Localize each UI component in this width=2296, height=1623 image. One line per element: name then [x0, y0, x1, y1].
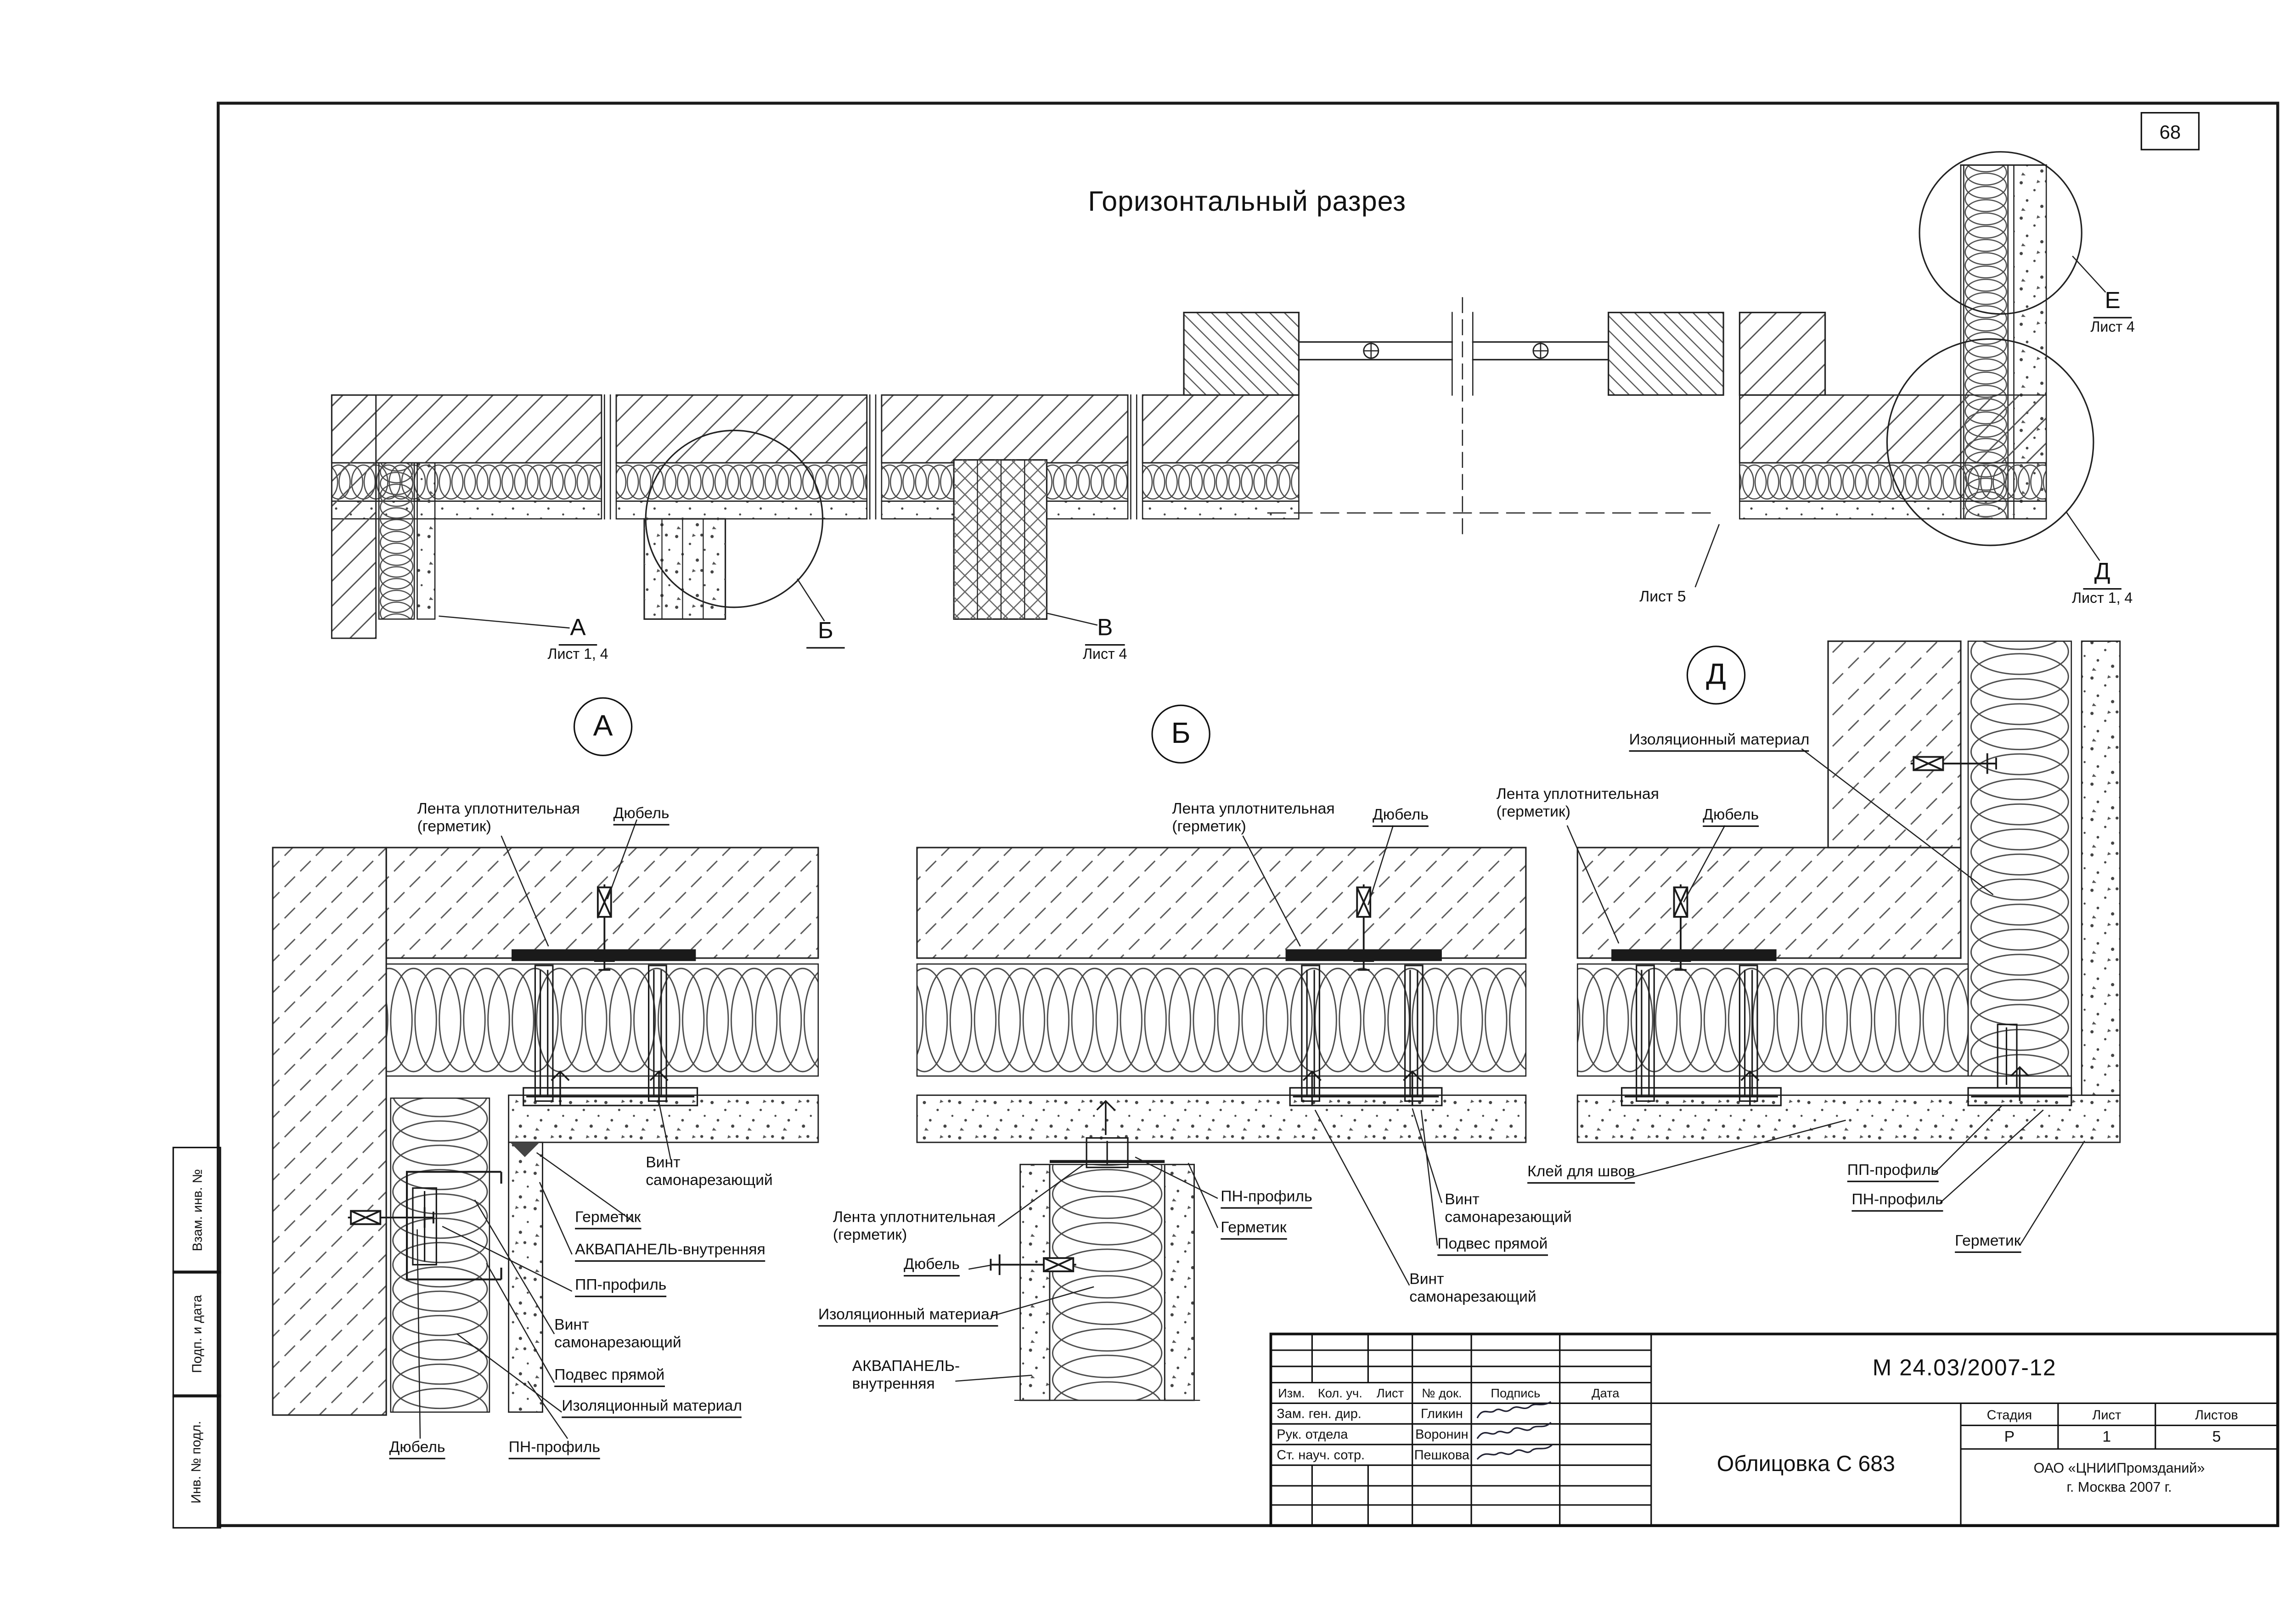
- tb-sheet-value: 1: [2102, 1428, 2111, 1446]
- label-direct-hanger: Подвес прямой: [1437, 1235, 1548, 1256]
- label-pp-profile: ПП-профиль: [1847, 1162, 1939, 1183]
- tb-sheet-label: Лист: [2092, 1407, 2122, 1422]
- tb-name: Гликин: [1420, 1406, 1463, 1421]
- section-callout-e: Е Лист 4: [2076, 289, 2150, 336]
- tb-col-dok: № док.: [1422, 1385, 1462, 1400]
- section-callout-d: Д Лист 1, 4: [2057, 560, 2148, 607]
- signatures: [1476, 1401, 1553, 1460]
- label-sealant: Герметик: [575, 1209, 641, 1230]
- label-self-tapping-screw: Винт самонарезающий: [1409, 1270, 1536, 1306]
- label-dowel: Дюбель: [389, 1438, 445, 1460]
- callout-sheet-ref: Лист 4: [2090, 320, 2135, 336]
- side-stamp-box: Взам. инв. №: [172, 1146, 221, 1274]
- label-insulation: Изоляционный материал: [562, 1398, 742, 1418]
- tb-stage-value: Р: [2004, 1428, 2015, 1446]
- label-pp-profile: ПП-профиль: [575, 1276, 667, 1297]
- side-stamp-label: Инв. № подл.: [189, 1420, 204, 1503]
- label-dowel: Дюбель: [904, 1256, 960, 1277]
- label-direct-hanger: Подвес прямой: [554, 1366, 665, 1387]
- label-aquapanel: АКВАПАНЕЛЬ-внутренняя: [575, 1241, 765, 1262]
- section-callout-b: Б: [804, 619, 848, 649]
- pier-2: [953, 459, 1048, 620]
- label-pn-profile: ПН-профиль: [1851, 1191, 1943, 1212]
- tb-col-izm: Изм.: [1278, 1385, 1305, 1400]
- detail-b-title: Б: [1151, 704, 1210, 764]
- label-insulation: Изоляционный материал: [1629, 731, 1810, 752]
- label-sealant: Герметик: [1221, 1219, 1287, 1240]
- label-self-tapping-screw: Винт самонарезающий: [554, 1316, 681, 1352]
- detail-d-title: Д: [1686, 646, 1746, 705]
- label-sealing-tape: Лента уплотнительная (герметик): [833, 1208, 996, 1244]
- side-stamp-box: Инв. № подл.: [172, 1394, 221, 1529]
- label-sealant: Герметик: [1955, 1232, 2021, 1253]
- tb-col-list: Лист: [1376, 1385, 1404, 1400]
- label-sealing-tape: Лента уплотнительная (герметик): [1172, 800, 1335, 836]
- drawing-title: Горизонтальный разрез: [1088, 187, 1407, 219]
- tb-col-data: Дата: [1591, 1385, 1620, 1400]
- callout-letter: Б: [806, 619, 845, 649]
- section-callout-v: В Лист 4: [1064, 616, 1146, 663]
- tb-org-line1: ОАО «ЦНИИПромзданий»: [2033, 1460, 2205, 1477]
- callout-sheet-ref: Лист 1, 4: [2072, 591, 2133, 607]
- right-corner-assembly: [1960, 164, 2047, 520]
- detail-a-title: А: [573, 697, 633, 756]
- callout-sheet-ref: Лист 4: [1082, 647, 1127, 663]
- tb-role: Зам. ген. дир.: [1277, 1406, 1362, 1421]
- titleblock-grid: [1269, 1332, 2279, 1527]
- label-sealing-tape: Лента уплотнительная (герметик): [1496, 786, 1659, 821]
- section-callout-a: А Лист 1, 4: [534, 616, 622, 663]
- label-self-tapping-screw: Винт самонарезающий: [1445, 1191, 1572, 1227]
- sheet-frame: [216, 101, 2279, 1528]
- label-pn-profile: ПН-профиль: [508, 1438, 600, 1460]
- detail-b-drawing: [916, 847, 1527, 1401]
- label-pn-profile: ПН-профиль: [1221, 1188, 1312, 1209]
- callout-letter: Е: [2093, 289, 2133, 319]
- callout-letter: В: [1085, 616, 1125, 646]
- tb-sheets-value: 5: [2212, 1428, 2221, 1446]
- zoom-circle-b: [645, 429, 824, 608]
- tb-col-koluch: Кол. уч.: [1317, 1385, 1362, 1400]
- pier-1: [643, 518, 726, 620]
- tb-role: Рук. отдела: [1277, 1426, 1348, 1442]
- tb-sheets-label: Листов: [2195, 1407, 2238, 1422]
- page-number: 68: [2140, 112, 2200, 151]
- label-self-tapping-screw: Винт самонарезающий: [646, 1154, 773, 1190]
- detail-a-drawing: [272, 847, 819, 1416]
- callout-sheet-ref: Лист 1, 4: [547, 647, 608, 663]
- label-sealing-tape: Лента уплотнительная (герметик): [417, 800, 580, 836]
- tb-role: Ст. науч. сотр.: [1277, 1447, 1365, 1462]
- overview-section: [331, 151, 2106, 639]
- label-insulation: Изоляционный материал: [818, 1306, 999, 1327]
- side-stamp-label: Подп. и дата: [189, 1295, 204, 1373]
- tb-name: Воронин: [1415, 1426, 1469, 1442]
- leader-lines: [416, 748, 2085, 1439]
- sheet5-ref: Лист 5: [1639, 588, 1686, 606]
- tb-doc-number: М 24.03/2007-12: [1872, 1355, 2057, 1381]
- tb-name: Пешкова: [1414, 1447, 1469, 1462]
- label-dowel: Дюбель: [1372, 806, 1429, 827]
- sealant-joint: [510, 1142, 540, 1157]
- tb-object-title: Облицовка С 683: [1716, 1452, 1895, 1477]
- tb-col-podpis: Подпись: [1491, 1385, 1541, 1400]
- label-dowel: Дюбель: [1703, 806, 1759, 827]
- tb-stage-label: Стадия: [1986, 1407, 2032, 1422]
- tb-org-line2: г. Москва 2007 г.: [2066, 1480, 2172, 1497]
- side-stamp-label: Взам. инв. №: [189, 1169, 204, 1252]
- tb-organization: ОАО «ЦНИИПромзданий» г. Москва 2007 г.: [1961, 1459, 2278, 1498]
- window-units: [1183, 297, 1826, 534]
- zoom-circle-e: [1919, 151, 2082, 315]
- callout-letter: Д: [2082, 560, 2122, 590]
- label-aquapanel: АКВАПАНЕЛЬ- внутренняя: [852, 1357, 960, 1393]
- detail-d-drawing: [1576, 640, 2121, 1143]
- callout-letter: А: [558, 616, 598, 646]
- label-joint-adhesive: Клей для швов: [1527, 1163, 1635, 1184]
- side-stamp-box: Подп. и дата: [172, 1270, 221, 1398]
- zoom-circle-d: [1886, 338, 2094, 546]
- label-dowel: Дюбель: [613, 805, 670, 826]
